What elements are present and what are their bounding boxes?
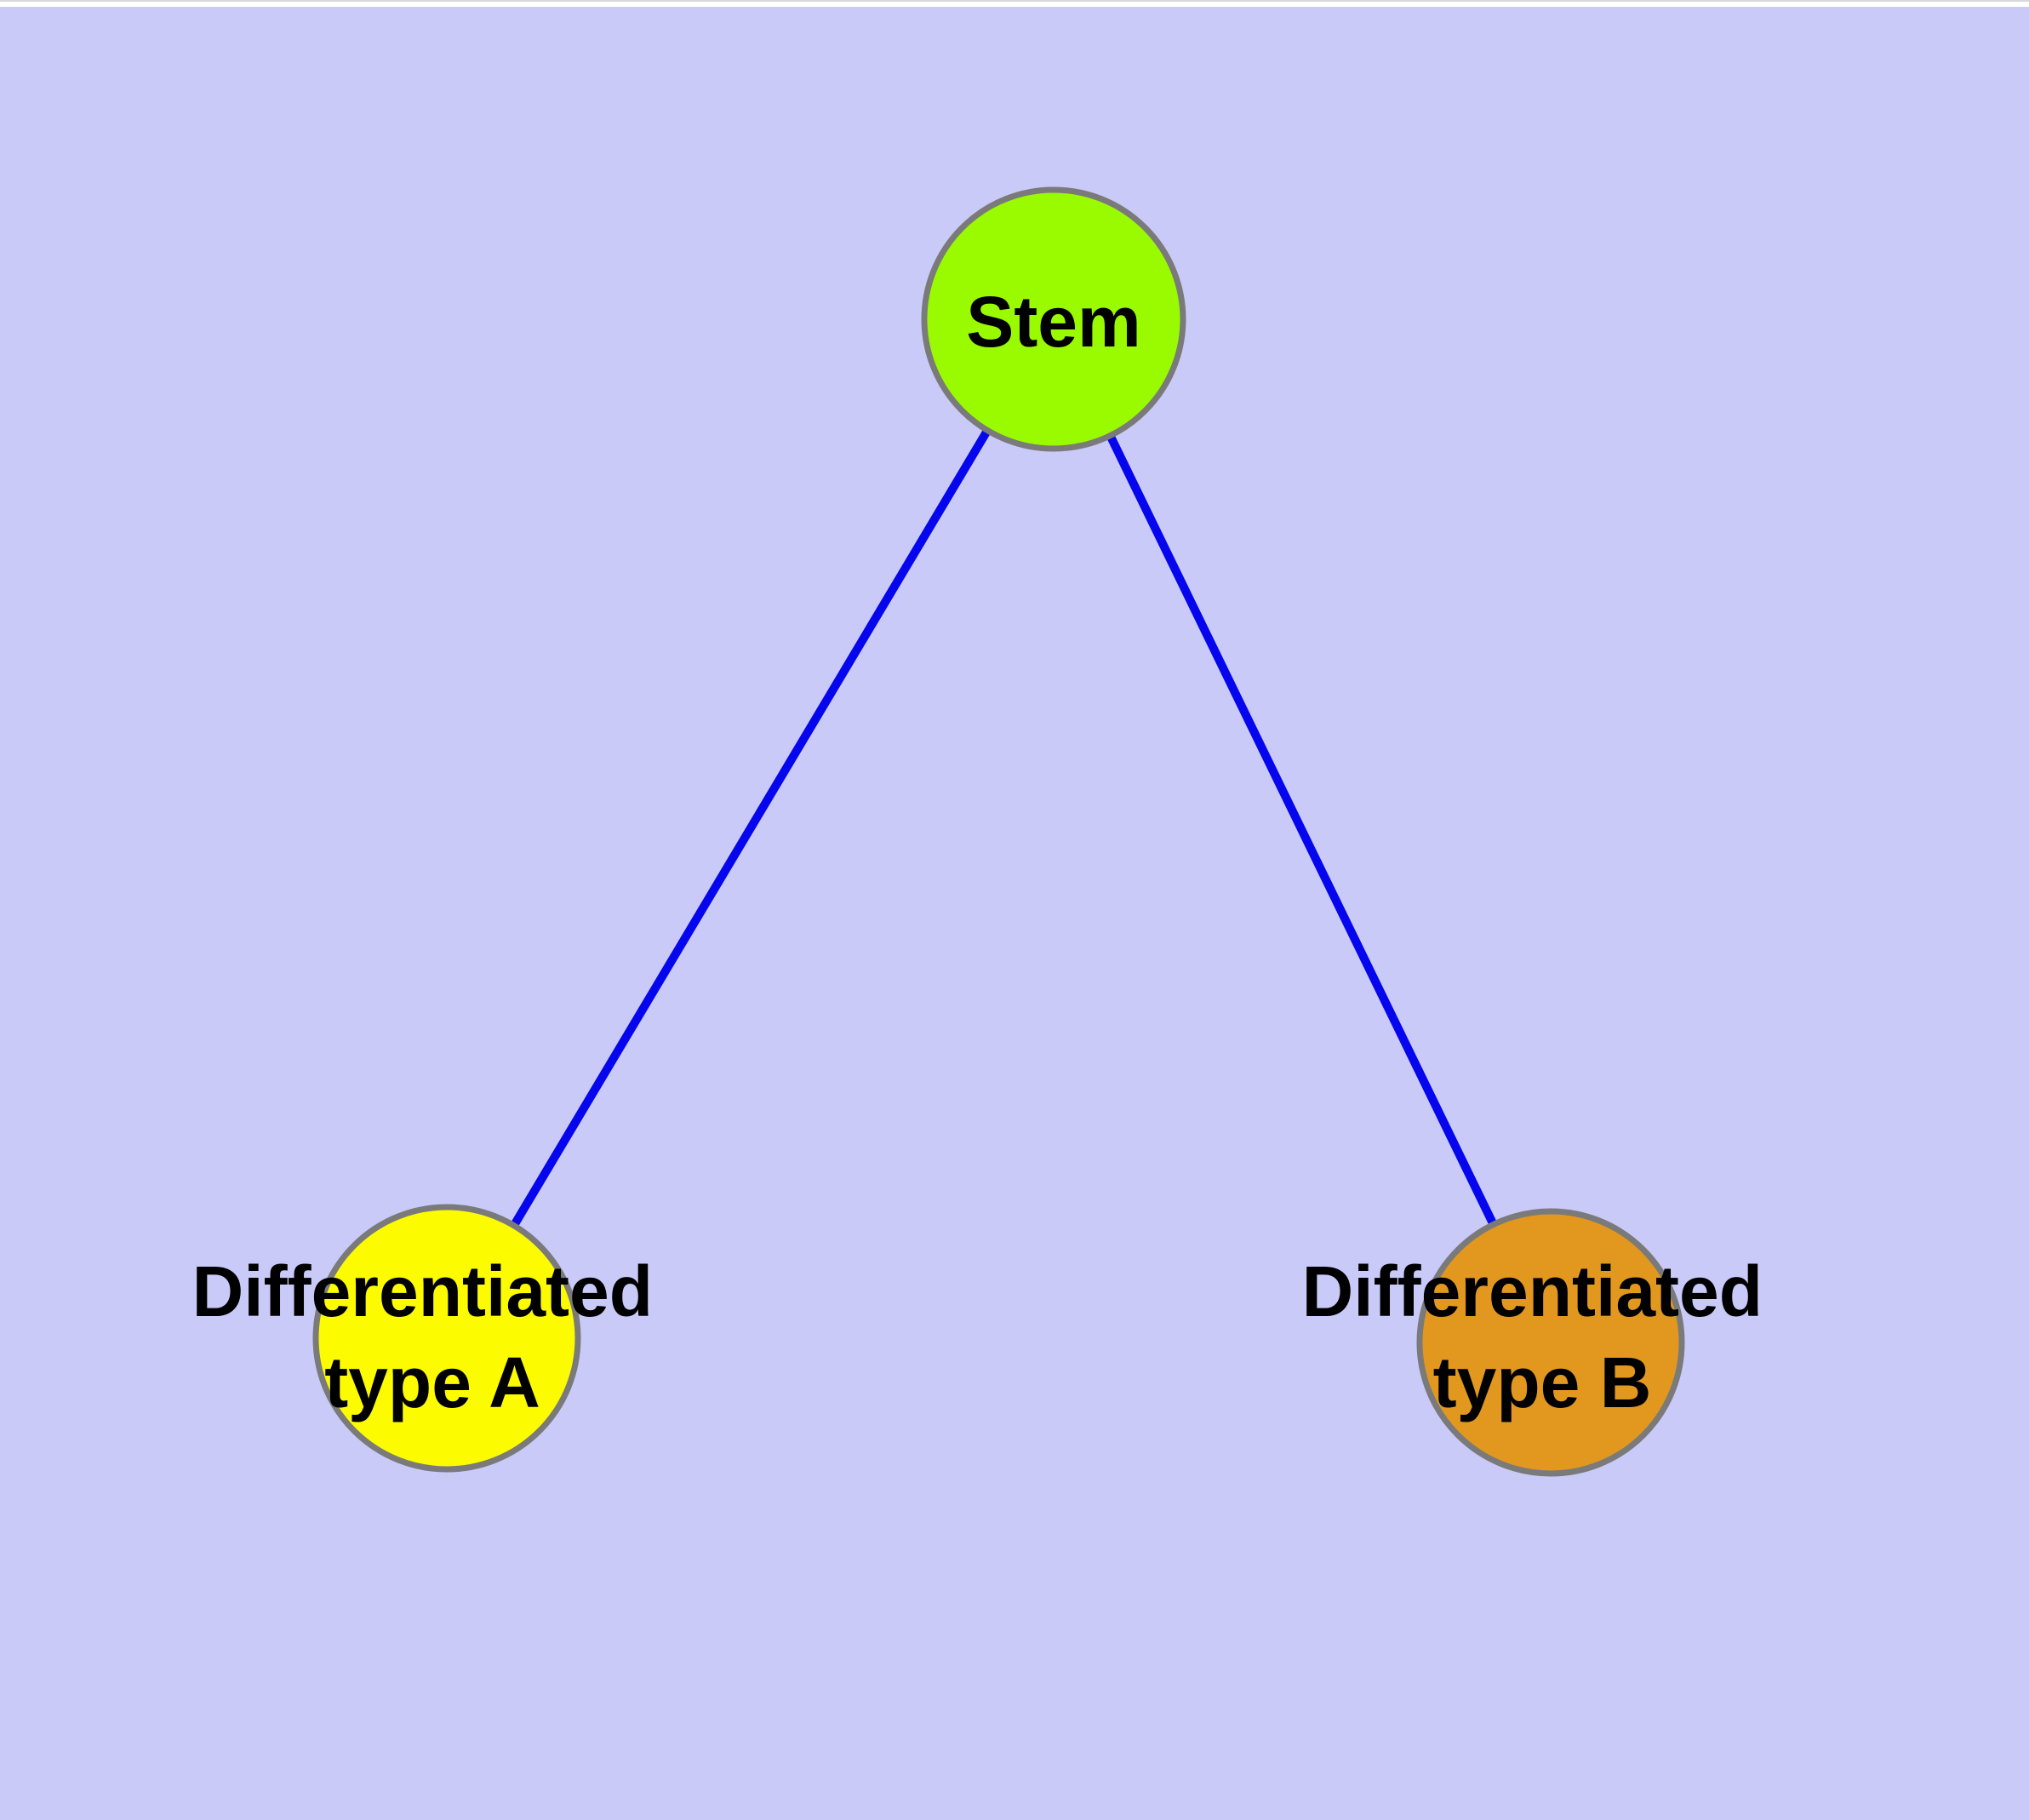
node-type-a-label-line2: type A [324,1342,540,1422]
node-type-b-label-line1: Differentiated [1302,1251,1763,1331]
node-differentiated-type-a [312,1204,581,1473]
edge-stem-to-type-a [443,317,1058,1341]
node-stem [921,186,1186,452]
node-stem-label: Stem [966,282,1140,362]
edge-stem-to-type-b [1049,317,1555,1345]
node-type-b-label: Differentiated type B [1302,1251,1783,1422]
node-type-a-label: Differentiated type A [192,1251,673,1422]
node-type-b-label-line2: type B [1433,1342,1652,1422]
node-differentiated-type-b [1416,1208,1685,1477]
graph-svg: Stem Differentiated type A Differentiate… [0,7,2029,1820]
node-type-a-label-line1: Differentiated [192,1251,653,1331]
graph-canvas: Stem Differentiated type A Differentiate… [0,7,2029,1820]
top-margin-strip [0,0,2029,7]
